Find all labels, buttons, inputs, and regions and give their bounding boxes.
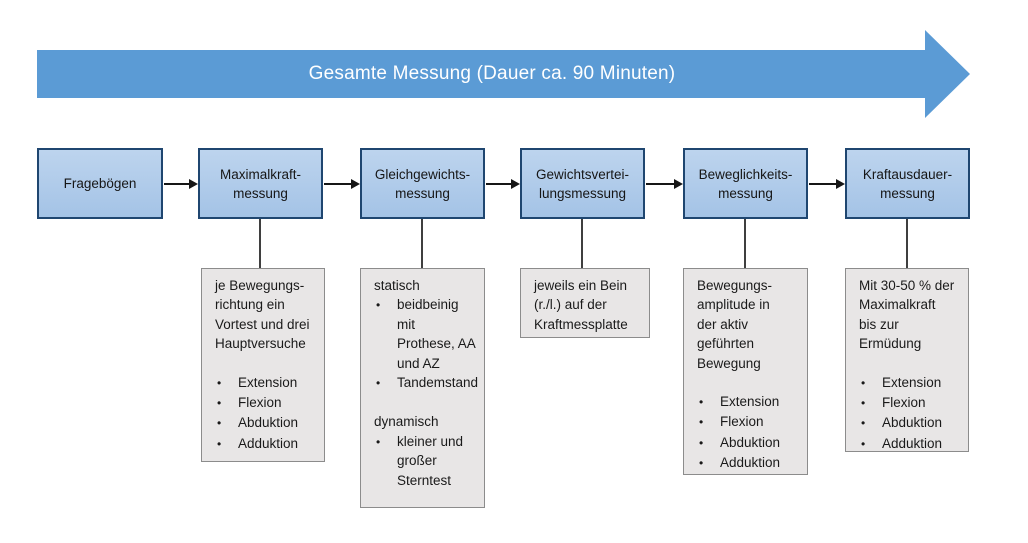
list-item-label: Flexion — [882, 395, 926, 411]
step-box-beweglichkeitsmessung: Beweglichkeits- messung — [683, 148, 808, 219]
bullet-icon: • — [861, 436, 866, 451]
bullet-icon: • — [217, 416, 222, 431]
step-label: Gleichgewichts- messung — [374, 166, 471, 201]
list-item-label: Adduktion — [720, 455, 781, 471]
bullet-icon: • — [699, 415, 704, 430]
list-item-label: Extension — [720, 394, 780, 410]
list-item-label: Flexion — [720, 414, 764, 430]
list-item-label: beidbeinig mit Prothese, AA und AZ — [397, 297, 476, 371]
bullet-icon: • — [217, 436, 222, 451]
bullet-icon: • — [861, 396, 866, 411]
list-item-label: Extension — [882, 374, 942, 390]
list-item-label: Adduktion — [882, 435, 943, 451]
connector-gewichtsverteilung — [581, 219, 583, 268]
step-box-fragebogen: Fragebögen — [37, 148, 163, 219]
spacer — [697, 373, 804, 392]
banner-title: Gesamte Messung (Dauer ca. 90 Minuten) — [308, 63, 676, 84]
detail-box-gleichgewicht: statisch • beidbeinig mit Prothese, AA u… — [360, 268, 485, 508]
list-item-label: Flexion — [238, 395, 282, 411]
bullet-icon: • — [376, 434, 381, 449]
spacer — [374, 393, 481, 412]
detail-box-gewichtsverteilung: jeweils ein Bein (r./l.) auf der Kraftme… — [520, 268, 650, 338]
detail-intro: Bewegungs- amplitude in der aktiv geführ… — [697, 278, 773, 371]
arrow-icon-step1-step2 — [164, 179, 198, 189]
arrow-icon-step5-step6 — [809, 179, 845, 189]
arrow-icon-step2-step3 — [324, 179, 360, 189]
list-item: • Tandemstand — [374, 373, 481, 393]
list-item: • Adduktion — [215, 434, 321, 454]
bullet-icon: • — [699, 435, 704, 450]
spacer — [859, 354, 965, 373]
connector-maximalkraft — [259, 219, 261, 268]
detail-intro: je Bewegungs- richtung ein Vortest und d… — [215, 278, 310, 352]
bullet-icon: • — [376, 376, 381, 391]
step-box-gewichtsverteilungsmessung: Gewichtsvertei- lungsmessung — [520, 148, 645, 219]
bullet-icon: • — [217, 396, 222, 411]
arrow-icon-step4-step5 — [646, 179, 683, 189]
step-box-kraftausdauermessung: Kraftausdauer- messung — [845, 148, 970, 219]
list-item-label: Extension — [238, 374, 298, 390]
right-arrow-icon — [37, 30, 970, 118]
list-item: • Abduktion — [697, 433, 804, 453]
bullet-icon: • — [861, 416, 866, 431]
list-item: • Abduktion — [859, 413, 965, 433]
step-box-gleichgewichtsmessung: Gleichgewichts- messung — [360, 148, 485, 219]
detail-box-maximalkraft: je Bewegungs- richtung ein Vortest und d… — [201, 268, 325, 462]
list-item: • Adduktion — [697, 453, 804, 473]
step-box-maximalkraftmessung: Maximalkraft- messung — [198, 148, 323, 219]
list-item: • Flexion — [697, 412, 804, 432]
detail-text: jeweils ein Bein (r./l.) auf der Kraftme… — [534, 278, 628, 332]
list-item: • Adduktion — [859, 434, 965, 454]
bullet-icon: • — [699, 456, 704, 471]
list-item-label: Adduktion — [238, 435, 299, 451]
list-item-label: Abduktion — [238, 415, 299, 431]
bullet-icon: • — [217, 375, 222, 390]
step-label: Beweglichkeits- messung — [698, 166, 793, 201]
step-label: Maximalkraft- messung — [219, 166, 301, 201]
list-item-label: Abduktion — [882, 415, 943, 431]
list-item: • Extension — [859, 373, 965, 393]
section-title-dynamisch: dynamisch — [374, 414, 439, 430]
list-item: • Abduktion — [215, 413, 321, 433]
bullet-icon: • — [699, 395, 704, 410]
connector-gleichgewicht — [421, 219, 423, 268]
list-item: • Flexion — [215, 393, 321, 413]
list-item: • Flexion — [859, 393, 965, 413]
list-item-label: kleiner und großer Sterntest — [397, 433, 464, 488]
bullet-icon: • — [376, 298, 381, 313]
step-label: Fragebögen — [63, 176, 137, 191]
connector-kraftausdauer — [906, 219, 908, 268]
detail-box-beweglichkeit: Bewegungs- amplitude in der aktiv geführ… — [683, 268, 808, 475]
bullet-icon: • — [861, 375, 866, 390]
banner-arrow-shape — [37, 30, 970, 118]
list-item: • Extension — [215, 373, 321, 393]
detail-box-kraftausdauer: Mit 30-50 % der Maximalkraft bis zur Erm… — [845, 268, 969, 452]
connector-beweglichkeit — [744, 219, 746, 268]
list-item-label: Abduktion — [720, 434, 781, 450]
arrow-icon-step3-step4 — [486, 179, 520, 189]
section-title-statisch: statisch — [374, 278, 420, 293]
detail-intro: Mit 30-50 % der Maximalkraft bis zur Erm… — [859, 278, 955, 352]
step-label: Kraftausdauer- messung — [862, 166, 953, 201]
spacer — [215, 354, 321, 373]
step-label: Gewichtsvertei- lungsmessung — [535, 166, 630, 201]
list-item-label: Tandemstand — [397, 375, 479, 391]
list-item: • Extension — [697, 392, 804, 412]
list-item: • kleiner und großer Sterntest — [374, 432, 481, 490]
list-item: • beidbeinig mit Prothese, AA und AZ — [374, 295, 481, 373]
